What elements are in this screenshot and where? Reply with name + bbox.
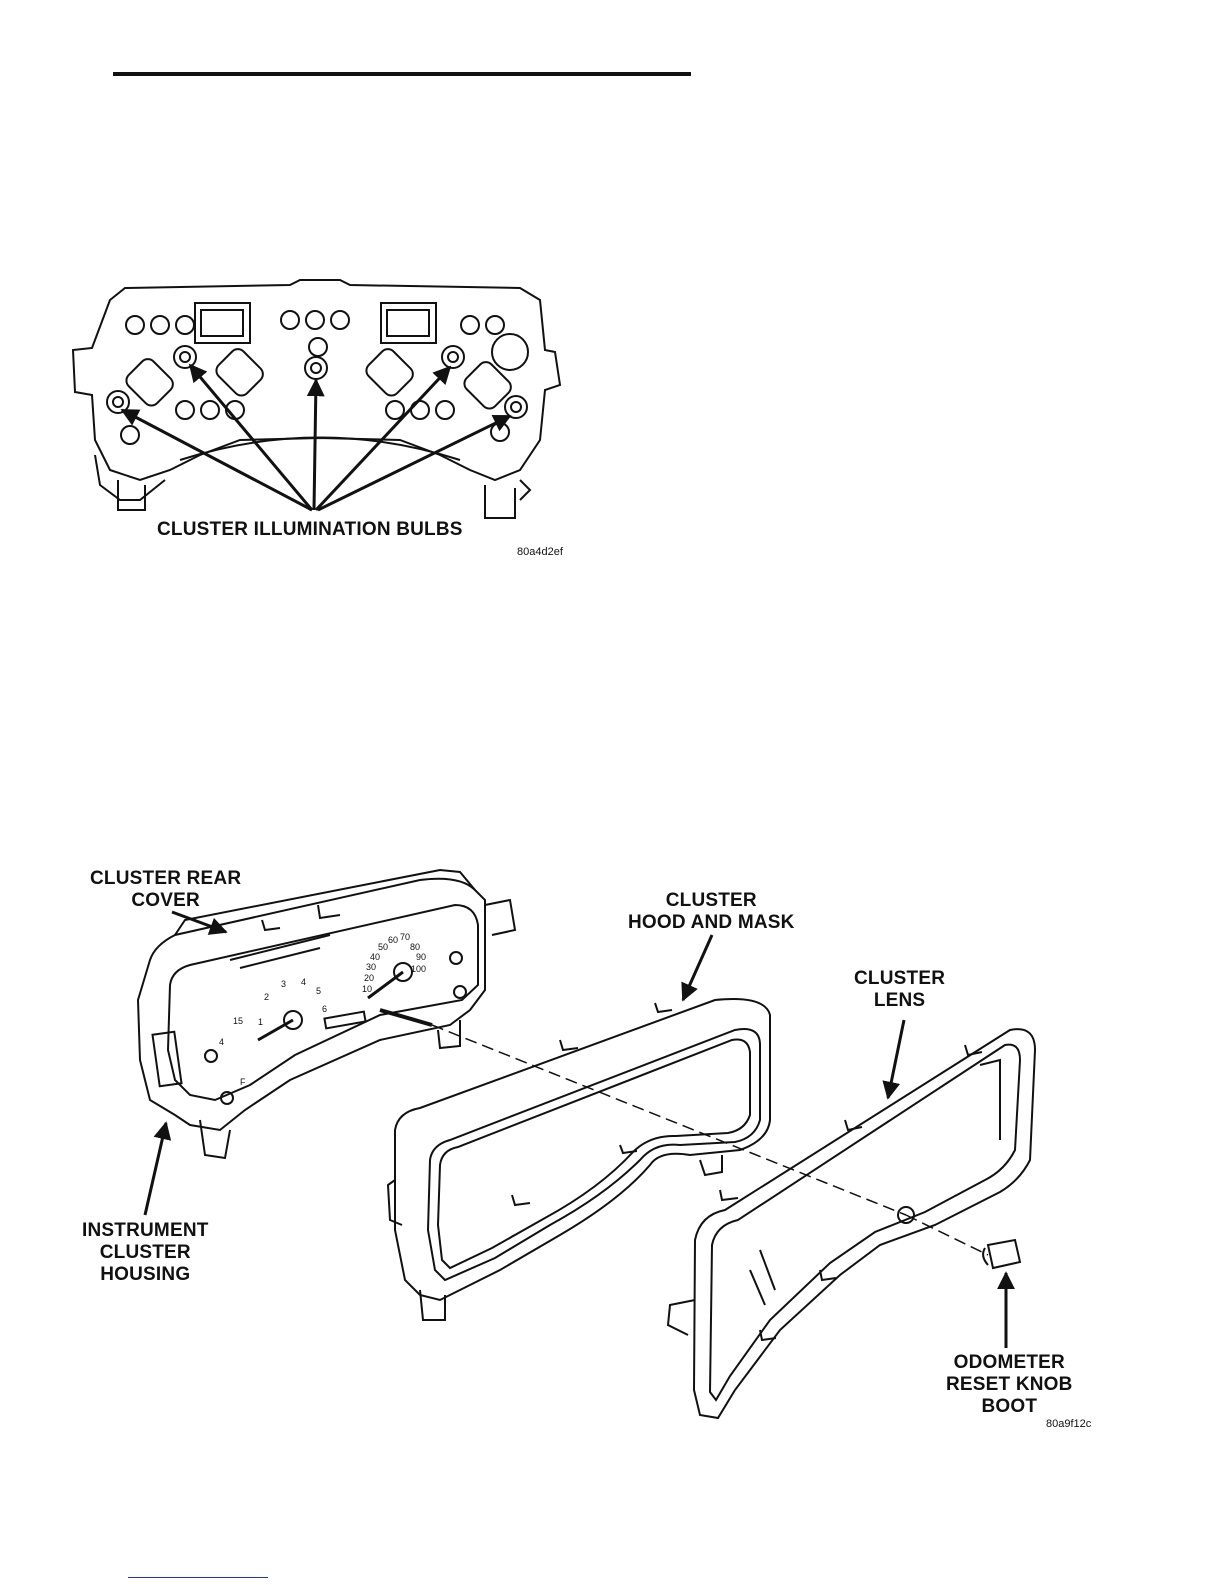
cluster-hood-and-mask-label: CLUSTER HOOD AND MASK (628, 890, 795, 934)
instrument-cluster-housing-label: INSTRUMENT CLUSTER HOUSING (82, 1220, 209, 1286)
speedometer-tick-70: 70 (400, 932, 410, 942)
tachometer-tick-2: 2 (264, 992, 269, 1002)
speedometer-tick-10: 10 (362, 984, 372, 994)
tachometer-tick-5: 5 (316, 986, 321, 996)
speedometer-tick-50: 50 (378, 942, 388, 952)
odometer-reset-knob-boot-label: ODOMETER RESET KNOB BOOT (946, 1352, 1073, 1418)
figure1-code: 80a4d2ef (517, 546, 563, 558)
speedometer-tick-40: 40 (370, 952, 380, 962)
tachometer-tick-6: 6 (322, 1004, 327, 1014)
figure2-code: 80a9f12c (1046, 1418, 1091, 1430)
speedometer-tick-60: 60 (388, 935, 398, 945)
footer-link-underline (128, 1577, 268, 1578)
tachometer-tick-1: 1 (258, 1017, 263, 1027)
speedometer-tick-80: 80 (410, 942, 420, 952)
cluster-illumination-bulbs-label: CLUSTER ILLUMINATION BULBS (157, 519, 463, 541)
cluster-lens-label: CLUSTER LENS (854, 968, 945, 1012)
cluster-rear-cover-label: CLUSTER REAR COVER (90, 868, 241, 912)
tachometer-tick-3: 3 (281, 979, 286, 989)
small-gauge-tick-F: F (240, 1077, 246, 1087)
speedometer-tick-30: 30 (366, 962, 376, 972)
speedometer-tick-100: 100 (411, 964, 426, 974)
speedometer-tick-20: 20 (364, 973, 374, 983)
speedometer-tick-90: 90 (416, 952, 426, 962)
tachometer-tick-4: 4 (301, 977, 306, 987)
small-gauge-tick-15: 15 (233, 1016, 243, 1026)
small-gauge-tick-4: 4 (219, 1037, 224, 1047)
